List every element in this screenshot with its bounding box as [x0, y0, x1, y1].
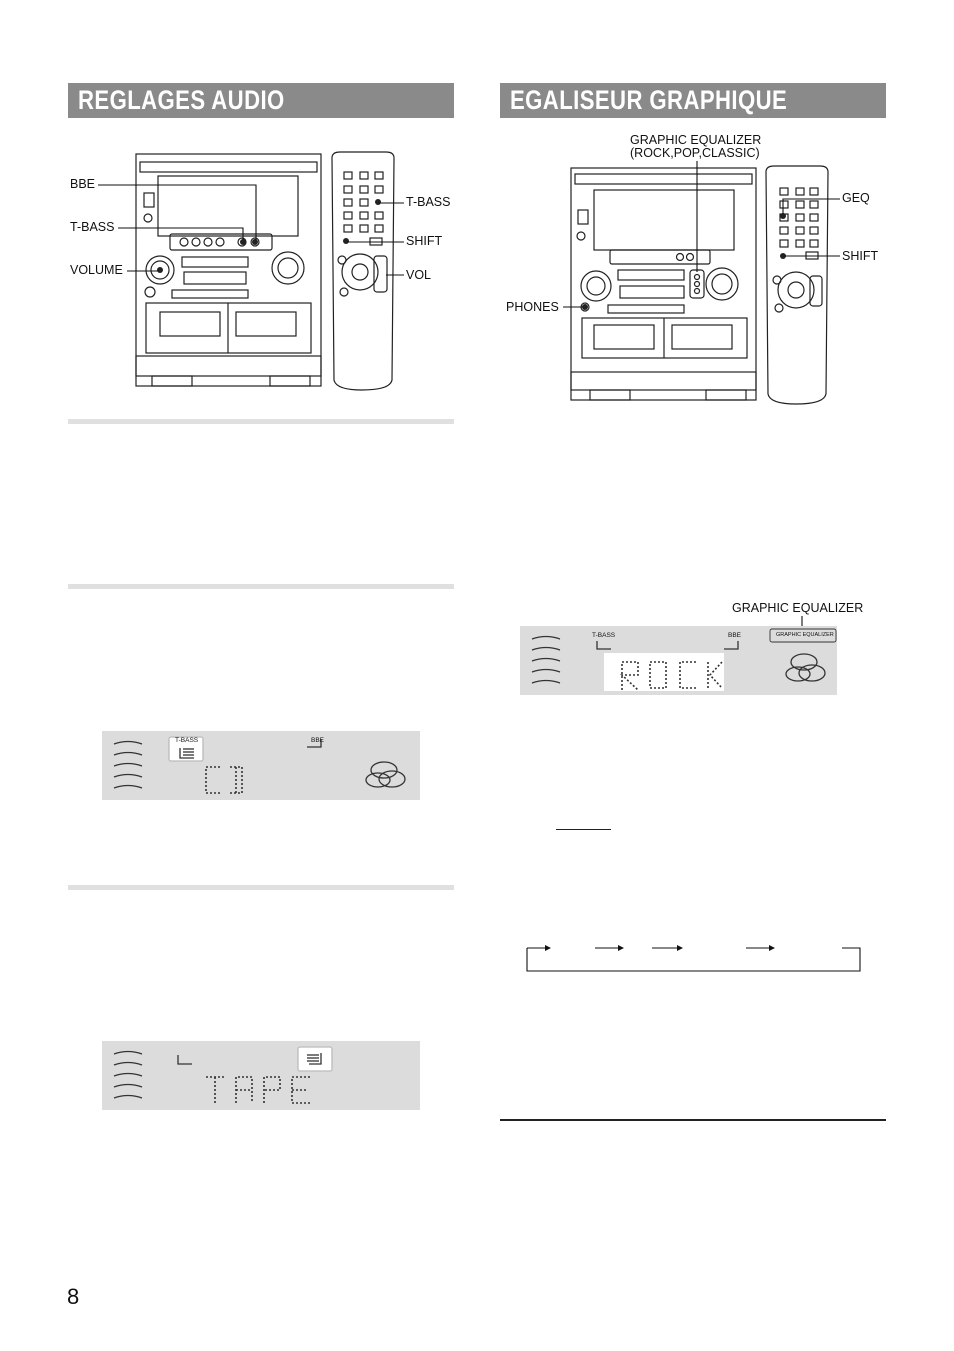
rock-display-graphics	[531, 628, 837, 691]
volume-label: VOLUME	[70, 263, 123, 277]
cd-display-graphics	[113, 736, 406, 794]
graphic-equalizer-callout: GRAPHIC EQUALIZER	[732, 601, 864, 615]
graphic-equalizer-label-line2: (ROCK,POP,CLASSIC)	[630, 146, 760, 160]
vol-label-remote: VOL	[406, 268, 432, 282]
rock-tbass-indicator: T-BASS	[592, 632, 616, 639]
page-number: 8	[67, 1284, 80, 1309]
separator-3	[68, 885, 454, 890]
phones-label: PHONES	[506, 300, 559, 314]
underline-stub	[556, 829, 611, 830]
right-bottom-rule	[500, 1119, 886, 1121]
display-panel-rock: T-BASS BBE GRAPHIC EQUALIZER	[520, 626, 837, 695]
geq-label: GEQ	[842, 191, 870, 205]
separator-2	[68, 584, 454, 589]
rock-bbe-indicator: BBE	[728, 632, 742, 639]
tbass-label-left: T-BASS	[70, 220, 115, 234]
section-title-egaliseur-graphique: EGALISEUR GRAPHIQUE	[500, 83, 886, 118]
display-panel-cd: T-BASS BBE	[102, 731, 420, 800]
tape-display-graphics	[113, 1046, 333, 1104]
graphic-equalizer-badge: GRAPHIC EQUALIZER	[776, 632, 834, 638]
shift-label-remote: SHIFT	[406, 234, 443, 248]
cd-tbass-indicator: T-BASS	[175, 737, 199, 744]
separator-1	[68, 419, 454, 424]
section-title-reglages-audio: REGLAGES AUDIO	[68, 83, 454, 118]
tbass-label-remote: T-BASS	[406, 195, 451, 209]
cd-bbe-indicator: BBE	[311, 737, 325, 744]
graphic-equalizer-label-line1: GRAPHIC EQUALIZER	[630, 133, 762, 147]
shift-label-right: SHIFT	[842, 249, 879, 263]
display-panel-tape	[102, 1041, 420, 1110]
bbe-label: BBE	[70, 177, 96, 191]
